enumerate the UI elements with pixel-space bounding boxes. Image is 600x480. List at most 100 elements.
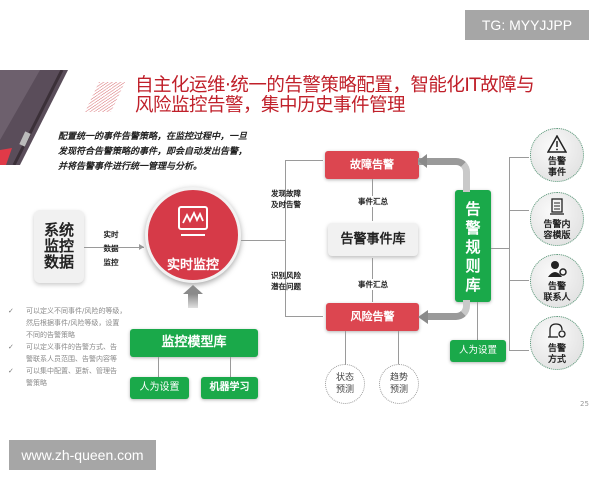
connector-line [285,316,323,317]
connector-line [285,160,323,161]
intro-line: 发现符合告警策略的事件，即会自动发出告警， [58,147,248,157]
output-alarm-event: 告警 事件 [530,128,584,182]
connector-line [345,331,346,365]
connector-line [509,210,529,211]
label-line: 告警 [547,344,566,354]
label-char: 告 [465,200,481,218]
fault-alarm-box: 故障告警 [325,151,419,179]
checkmark-icon: ✓ [8,367,14,375]
state-prediction-circle: 状态 预测 [325,364,365,404]
label-line: 潜在问题 [271,282,301,291]
note-item: ✓ 可以定义事件的告警方式、告 警联系人员范围、告警内容等 [8,341,128,365]
rule-to-risk-arrow [428,300,470,320]
title-line-2: 风险监控告警，集中历史事件管理 [135,95,406,116]
note-line: 可以定义事件的告警方式、告 [26,343,117,351]
label-line: 预测 [389,385,408,395]
machine-learning-box: 机器学习 [201,377,258,399]
event-summary-label-bottom: 事件汇总 [352,279,394,290]
label-line: 及时告警 [271,200,301,209]
connector-line [285,160,286,316]
system-monitoring-data-box: 系统 监控 数据 [34,210,84,283]
page-number: 25 [580,400,589,408]
lower-branch-label: 识别风险 潜在问题 [262,270,310,292]
label-line: 事件 [547,168,566,178]
event-summary-label-top: 事件汇总 [352,196,394,207]
upper-branch-label: 发现故障 及时告警 [262,188,310,210]
realtime-monitoring-label: 实时监控 [166,258,219,273]
realtime-monitoring-circle [145,187,241,283]
bell-gear-icon [548,323,566,338]
box-line: 系统 [43,221,74,239]
title-line-1: 自主化运维·统一的告警策略配置，智能化IT故障与 [135,75,535,96]
title-hatch-decoration [85,82,125,112]
label-line: 方式 [547,355,566,365]
label-line: 趋势 [389,373,408,383]
connector-line [158,357,159,377]
connector-line [509,350,529,351]
note-item: ✓ 可以定义不同事件/风险的等级， 然后根据事件/风险等级，设置 不同的告警策略 [8,305,128,341]
intro-line: 配置统一的事件告警策略，在监控过程中，一旦 [58,132,248,142]
rule-manual-setting-box: 人为设置 [450,340,506,362]
label-line: 告警 [547,282,566,292]
box-line: 数据 [43,253,74,271]
arrow-head-icon [139,244,144,250]
connector-line [509,280,529,281]
document-template-icon [550,198,564,215]
slide-title: 自主化运维·统一的告警策略配置，智能化IT故障与 风险监控告警，集中历史事件管理 [135,76,595,116]
note-line: 然后根据事件/风险等级，设置 [26,319,120,327]
label-char: 则 [465,257,481,275]
connector-line [491,248,509,249]
intro-line: 并将告警事件进行统一管理与分析。 [58,162,203,172]
label-line: 预测 [335,385,354,395]
label-line: 容模版 [543,231,571,241]
connector-line [84,247,144,248]
label-line: 联系人 [543,293,571,303]
label-line: 实时 [103,230,119,239]
connector-line [241,240,286,241]
checkmark-icon: ✓ [8,307,14,315]
alarm-event-database-box: 告警事件库 [328,223,418,256]
note-line: 可以集中配置、更新、管理告 [26,367,117,375]
output-alarm-template: 告警内 容模版 [530,192,584,246]
model-manual-setting-box: 人为设置 [130,377,189,399]
connector-line [509,157,529,158]
box-line: 监控 [43,237,74,255]
label-line: 状态 [335,373,354,383]
up-arrow-icon [183,285,203,294]
checkmark-icon: ✓ [8,343,14,351]
rule-to-fault-arrow [418,158,470,192]
connector-line [509,157,510,350]
label-char: 库 [465,276,481,294]
output-alarm-method: 告警 方式 [530,316,584,370]
connector-line [230,357,231,377]
label-line: 识别风险 [271,271,301,280]
notes-list: ✓ 可以定义不同事件/风险的等级， 然后根据事件/风险等级，设置 不同的告警策略… [8,305,128,389]
monitor-waveform-icon [175,205,211,239]
connector-line [398,331,399,365]
label-char: 警 [465,219,481,237]
watermark-top: TG: MYYJJPP [465,10,589,40]
arrow-head-icon [418,310,428,324]
alarm-rule-database-box: 告 警 规 则 库 [455,190,491,302]
monitoring-model-database-box: 监控模型库 [130,329,258,357]
label-line: 数据 [103,244,119,253]
note-line: 不同的告警策略 [26,331,75,339]
risk-alarm-box: 风险告警 [326,303,419,331]
note-line: 警策略 [26,379,47,387]
connector-line [477,302,478,342]
trend-prediction-circle: 趋势 预测 [379,364,419,404]
label-char: 规 [465,238,481,256]
note-line: 可以定义不同事件/风险的等级， [26,307,127,315]
note-line: 警联系人员范围、告警内容等 [26,355,117,363]
up-arrow-shaft [188,294,198,308]
contact-person-gear-icon [548,261,567,277]
warning-triangle-icon [546,134,568,153]
label-line: 发现故障 [271,189,301,198]
output-alarm-contact: 告警 联系人 [530,254,584,308]
realtime-data-monitor-label: 实时 数据 监控 [96,228,126,270]
label-line: 告警内 [543,220,571,230]
label-line: 告警 [547,157,566,167]
decorative-corner-graphic [0,70,70,165]
note-item: ✓ 可以集中配置、更新、管理告 警策略 [8,365,128,389]
intro-text: 配置统一的事件告警策略，在监控过程中，一旦 发现符合告警策略的事件，即会自动发出… [58,130,303,175]
